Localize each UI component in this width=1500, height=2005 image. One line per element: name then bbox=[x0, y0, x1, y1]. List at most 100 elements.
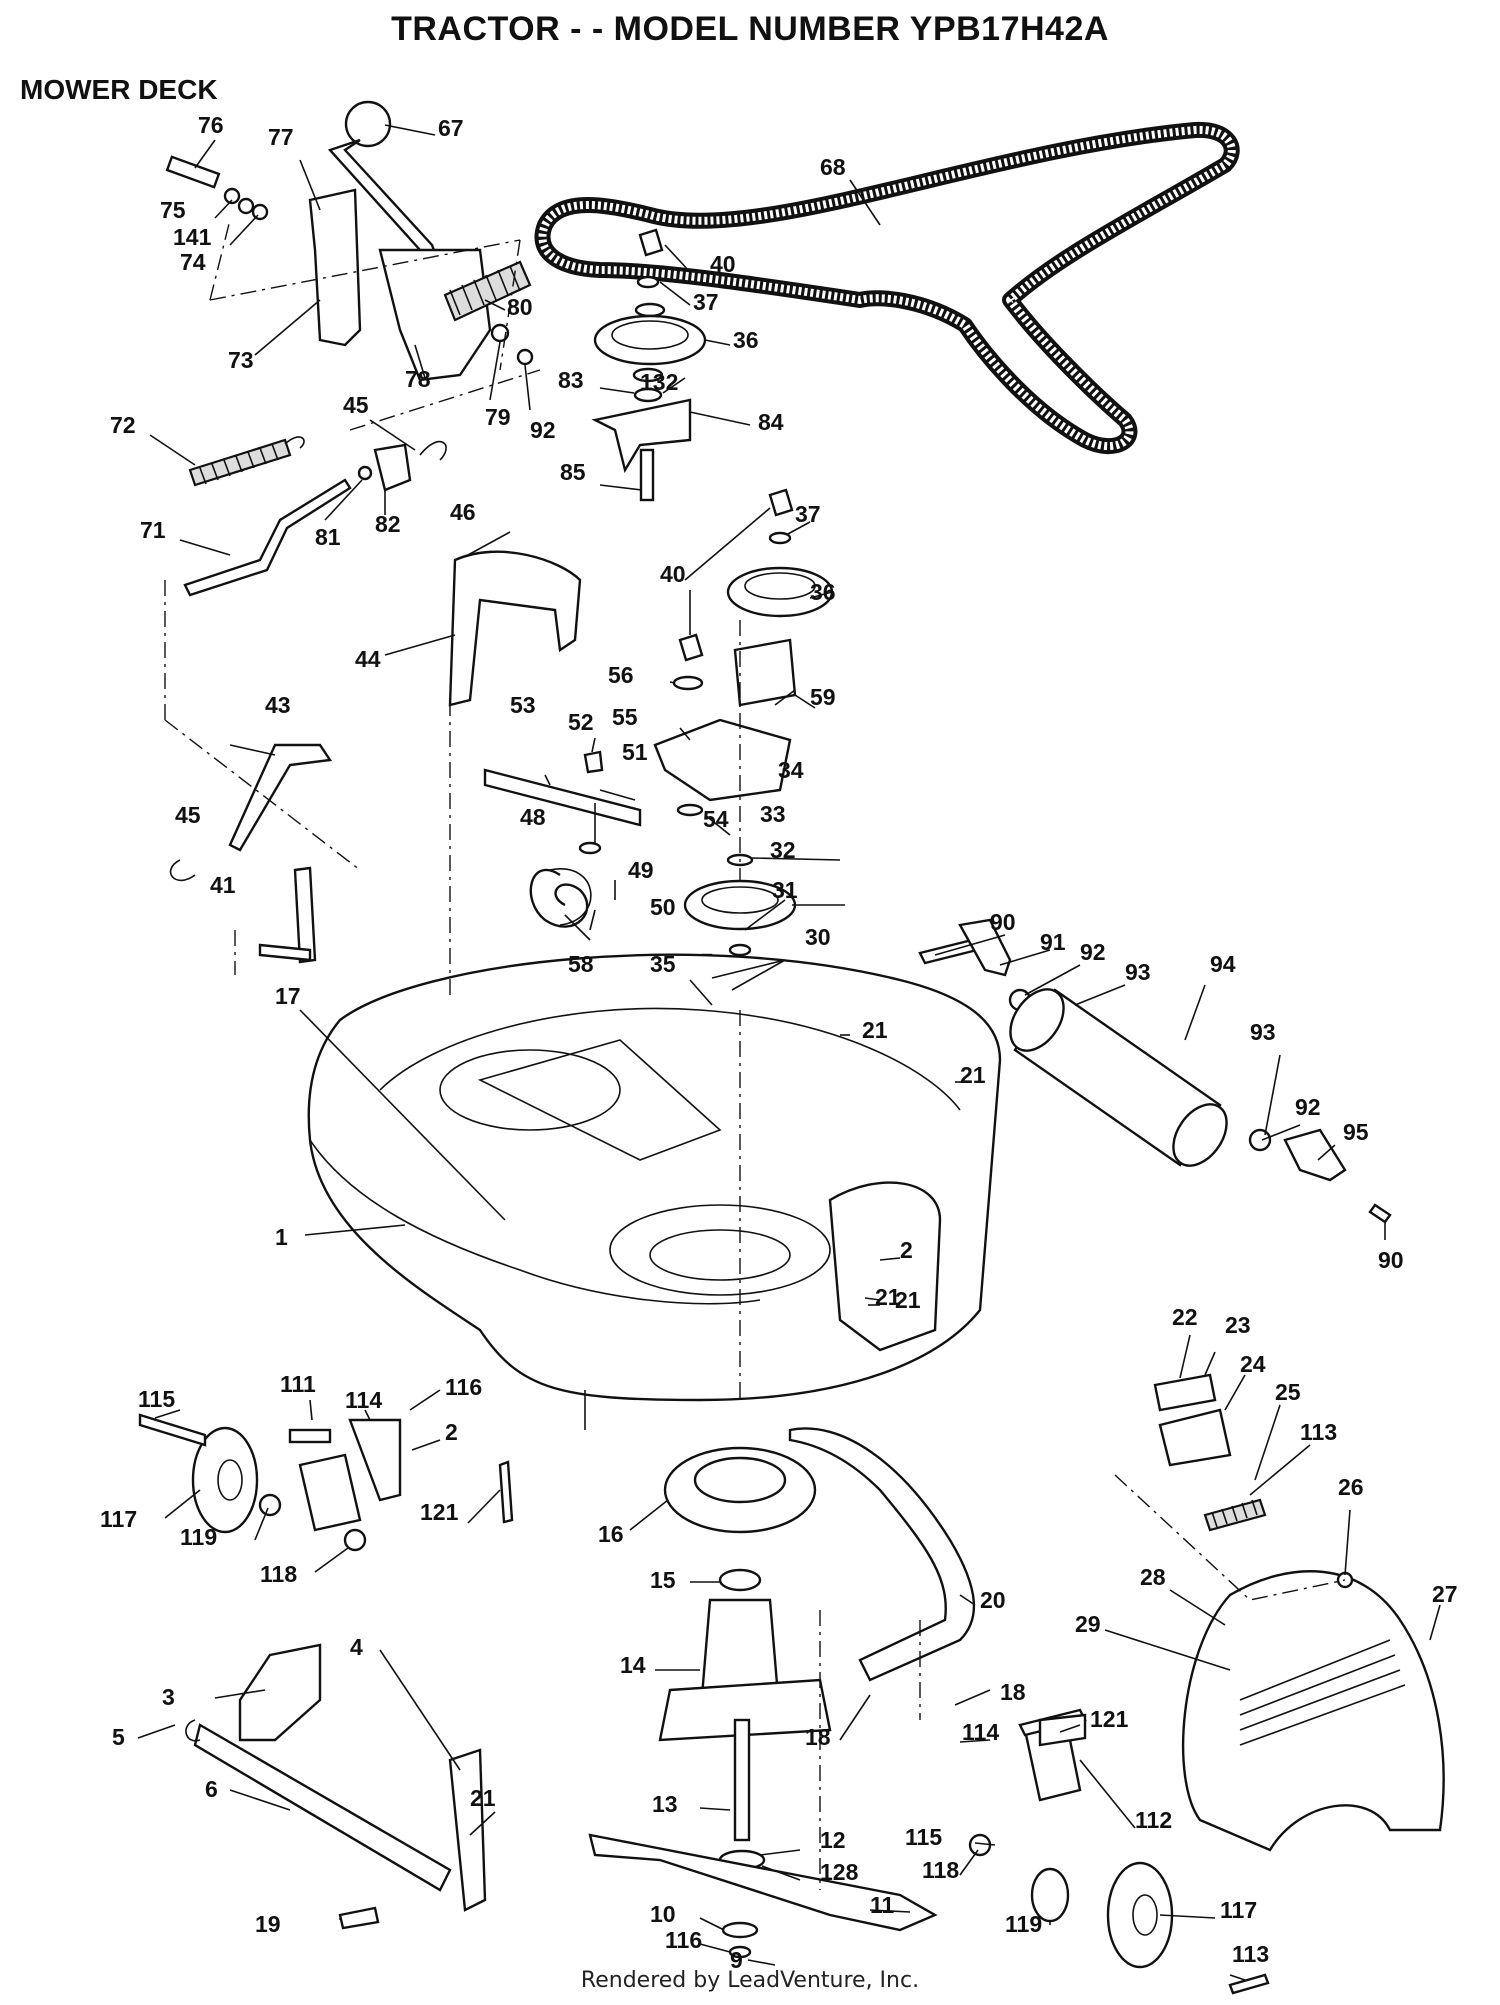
part-callout-9: 9 bbox=[730, 1947, 743, 1973]
part-callout-93: 93 bbox=[1250, 1019, 1276, 1045]
part-callout-84: 84 bbox=[758, 409, 784, 435]
part-callout-50: 50 bbox=[650, 894, 676, 920]
part-callout-56: 56 bbox=[608, 662, 634, 688]
part-callout-6: 6 bbox=[205, 1776, 218, 1802]
part-callout-41: 41 bbox=[210, 872, 236, 898]
part-callout-92: 92 bbox=[530, 417, 556, 443]
part-callout-21: 21 bbox=[960, 1062, 986, 1088]
part-callout-17: 17 bbox=[275, 983, 301, 1009]
part-callout-33: 33 bbox=[760, 801, 786, 827]
part-callout-54: 54 bbox=[703, 806, 729, 832]
anti-scalp-roller bbox=[918, 918, 1392, 1224]
part-callout-128: 128 bbox=[820, 1859, 859, 1885]
assembly-centerlines bbox=[449, 620, 921, 1890]
part-callout-15: 15 bbox=[650, 1567, 676, 1593]
part-callout-44: 44 bbox=[355, 646, 381, 672]
part-callout-18: 18 bbox=[805, 1724, 831, 1750]
part-callout-119: 119 bbox=[180, 1524, 217, 1550]
leader-lines bbox=[137, 124, 1441, 1981]
part-callout-21: 21 bbox=[470, 1785, 496, 1811]
part-callout-117: 117 bbox=[100, 1506, 137, 1532]
part-callout-5: 5 bbox=[112, 1724, 125, 1750]
part-callout-12: 12 bbox=[820, 1827, 846, 1853]
part-callout-19: 19 bbox=[255, 1911, 281, 1937]
part-callout-59: 59 bbox=[810, 684, 836, 710]
part-callout-112: 112 bbox=[1135, 1807, 1172, 1833]
part-callout-30: 30 bbox=[805, 924, 831, 950]
part-callout-53: 53 bbox=[510, 692, 536, 718]
lift-linkage-assembly bbox=[165, 100, 541, 431]
part-callout-74: 74 bbox=[180, 249, 206, 275]
part-callout-78: 78 bbox=[405, 366, 431, 392]
part-callout-116: 116 bbox=[445, 1374, 482, 1400]
part-callout-10: 10 bbox=[650, 1901, 676, 1927]
part-callout-23: 23 bbox=[1225, 1312, 1251, 1338]
part-callout-22: 22 bbox=[1172, 1304, 1198, 1330]
part-callout-113: 113 bbox=[1232, 1941, 1269, 1967]
part-callout-83: 83 bbox=[558, 367, 584, 393]
part-callout-71: 71 bbox=[140, 517, 166, 543]
part-callout-35: 35 bbox=[650, 951, 676, 977]
part-callout-1: 1 bbox=[275, 1224, 288, 1250]
part-callout-27: 27 bbox=[1432, 1581, 1458, 1607]
part-callout-31: 31 bbox=[772, 877, 798, 903]
part-callout-36: 36 bbox=[810, 579, 836, 605]
part-callout-81: 81 bbox=[315, 524, 341, 550]
part-callout-37: 37 bbox=[693, 289, 719, 315]
part-callout-11: 11 bbox=[870, 1892, 895, 1918]
part-callout-79: 79 bbox=[485, 404, 511, 430]
part-callout-45: 45 bbox=[175, 802, 201, 828]
part-callout-76: 76 bbox=[198, 112, 224, 138]
part-callout-29: 29 bbox=[1075, 1611, 1101, 1637]
gauge-wheel-left bbox=[138, 1413, 514, 1552]
part-callout-28: 28 bbox=[1140, 1564, 1166, 1590]
part-callout-91: 91 bbox=[1040, 929, 1066, 955]
front-hanger-brackets bbox=[185, 1643, 487, 1930]
discharge-chute bbox=[1181, 1570, 1445, 1852]
part-callout-92: 92 bbox=[1295, 1094, 1321, 1120]
render-credit: Rendered by LeadVenture, Inc. bbox=[580, 1968, 920, 1993]
part-callout-2: 2 bbox=[900, 1237, 913, 1263]
part-callout-115: 115 bbox=[905, 1824, 942, 1850]
part-callout-115: 115 bbox=[138, 1386, 175, 1412]
part-callout-21: 21 bbox=[895, 1287, 921, 1313]
part-callout-90: 90 bbox=[1378, 1247, 1404, 1273]
part-callout-121: 121 bbox=[420, 1499, 459, 1525]
part-callout-113: 113 bbox=[1300, 1419, 1337, 1445]
part-callout-45: 45 bbox=[343, 392, 369, 418]
part-callout-24: 24 bbox=[1240, 1351, 1266, 1377]
lift-spring-and-rods bbox=[183, 436, 447, 597]
part-callout-141: 141 bbox=[173, 224, 212, 250]
part-callout-49: 49 bbox=[628, 857, 654, 883]
section-subtitle: MOWER DECK bbox=[20, 74, 218, 105]
part-callout-114: 114 bbox=[962, 1719, 999, 1745]
part-callout-48: 48 bbox=[520, 804, 546, 830]
part-callout-40: 40 bbox=[710, 251, 736, 277]
part-callout-40: 40 bbox=[660, 561, 686, 587]
part-callout-121: 121 bbox=[1090, 1706, 1129, 1732]
part-callout-43: 43 bbox=[265, 692, 291, 718]
spindle-and-blade bbox=[588, 1446, 938, 1959]
part-callout-111: 111 bbox=[280, 1371, 316, 1397]
idler-pulley-stack-lower bbox=[653, 488, 834, 1012]
part-callout-52: 52 bbox=[568, 709, 594, 735]
idler-pulley-stack-upper bbox=[591, 228, 707, 502]
part-callout-68: 68 bbox=[820, 154, 846, 180]
part-callout-20: 20 bbox=[980, 1587, 1006, 1613]
part-callout-94: 94 bbox=[1210, 951, 1236, 977]
part-callout-36: 36 bbox=[733, 327, 759, 353]
part-callout-132: 132 bbox=[640, 369, 678, 395]
part-callout-85: 85 bbox=[560, 459, 586, 485]
deck-front-bracket bbox=[788, 1427, 976, 1682]
part-callout-55: 55 bbox=[612, 704, 638, 730]
part-callout-21: 21 bbox=[875, 1284, 901, 1310]
part-callout-58: 58 bbox=[568, 951, 594, 977]
part-callout-18: 18 bbox=[1000, 1679, 1026, 1705]
lower-linkage-rods bbox=[164, 580, 361, 975]
part-callout-25: 25 bbox=[1275, 1379, 1301, 1405]
part-callout-4: 4 bbox=[350, 1634, 363, 1660]
part-callout-119: 119 bbox=[1005, 1911, 1042, 1937]
part-callout-73: 73 bbox=[228, 347, 254, 373]
part-callout-114: 114 bbox=[345, 1387, 382, 1413]
